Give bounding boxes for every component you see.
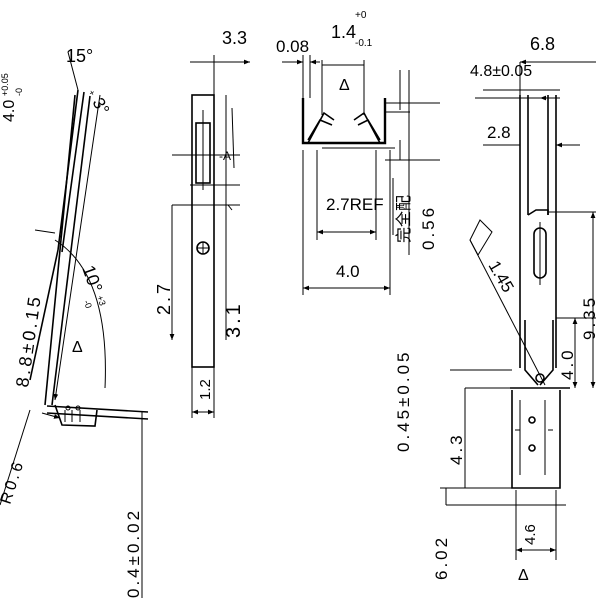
left-dim-8-8-label: 8.8±0.15 xyxy=(12,293,45,389)
top-dim-4-0-label: 4.0 xyxy=(336,262,360,281)
left-view: 15° 4.0 +0.05 -0 3° + 8.8±0.15 10° +3 -0… xyxy=(0,46,149,598)
side-view-dimension-lines xyxy=(169,55,250,418)
right-dim-4-0-label: 4.0 xyxy=(558,347,577,380)
top-view-geometry xyxy=(301,98,440,145)
right-dim-6-8-label: 6.8 xyxy=(530,34,555,54)
left-radius-label: R0.6 xyxy=(0,457,28,506)
top-view: 0.08 1.4 +0 -0.1 Δ 2.7REF 4.0 0.56 完全配 0… xyxy=(276,10,440,452)
left-thickness-label: 0.4±0.02 xyxy=(124,508,143,598)
left-angle-3-label: 3° xyxy=(89,95,114,119)
left-angle-10-tol-lower: -0 xyxy=(82,299,94,310)
side-dim-3-3-label: 3.3 xyxy=(222,28,247,48)
top-dim-1-4-label: 1.4 xyxy=(331,22,356,42)
top-dim-0-56-label: 0.56 xyxy=(419,205,438,250)
side-view: 3.3 -A 2.7 3.1 1.2 xyxy=(154,28,250,418)
left-view-dimension-lines xyxy=(0,51,143,598)
left-dim-4-0-tol-upper: +0.05 xyxy=(0,73,10,96)
top-dim-0-08-label: 0.08 xyxy=(276,37,309,56)
right-view-dimension-lines xyxy=(440,59,596,560)
left-angle-10-tol-upper: +3 xyxy=(95,294,108,307)
top-dim-2-7ref-label: 2.7REF xyxy=(326,195,384,214)
top-delta-symbol: Δ xyxy=(339,77,350,94)
top-dim-0-45-label: 0.45±0.05 xyxy=(394,349,413,452)
right-dim-2-8-label: 2.8 xyxy=(487,123,511,142)
side-dim-2-7-label: 2.7 xyxy=(154,281,174,315)
left-angle-10-label: 10° xyxy=(78,263,106,295)
left-dim-4-0-tol-lower: -0 xyxy=(14,88,24,96)
top-dim-1-4-tol-lower: -0.1 xyxy=(355,38,373,49)
right-dim-4-6-label: 4.6 xyxy=(522,524,539,545)
top-note-cjk: 完全配 xyxy=(395,195,413,243)
side-datum-a-label: -A xyxy=(219,149,231,163)
left-dim-4-0-label: 4.0 xyxy=(1,100,18,122)
right-view-geometry xyxy=(510,95,570,489)
right-delta-symbol: Δ xyxy=(518,567,529,584)
top-dim-1-4-tol-upper: +0 xyxy=(355,10,367,21)
side-dim-3-1-label: 3.1 xyxy=(223,301,245,338)
right-dim-9-35-label: 9.35 xyxy=(580,295,599,340)
right-dim-4-3-label: 4.3 xyxy=(447,432,466,465)
left-angle-3-tol: + xyxy=(86,88,97,98)
top-view-dimension-lines xyxy=(282,55,440,295)
right-dim-4-8-label: 4.8±0.05 xyxy=(470,63,532,80)
right-view: 4.8±0.05 6.8 2.8 1.45 9.35 4.0 4.3 6.02 … xyxy=(432,34,599,584)
side-view-geometry xyxy=(191,94,235,368)
right-dim-6-02-label: 6.02 xyxy=(432,535,451,580)
right-dim-1-45-label: 1.45 xyxy=(485,258,518,296)
left-delta-symbol: Δ xyxy=(72,339,83,356)
left-view-geometry xyxy=(29,89,149,427)
side-dim-1-2-label: 1.2 xyxy=(197,379,214,400)
left-angle-15-label: 15° xyxy=(66,46,93,66)
